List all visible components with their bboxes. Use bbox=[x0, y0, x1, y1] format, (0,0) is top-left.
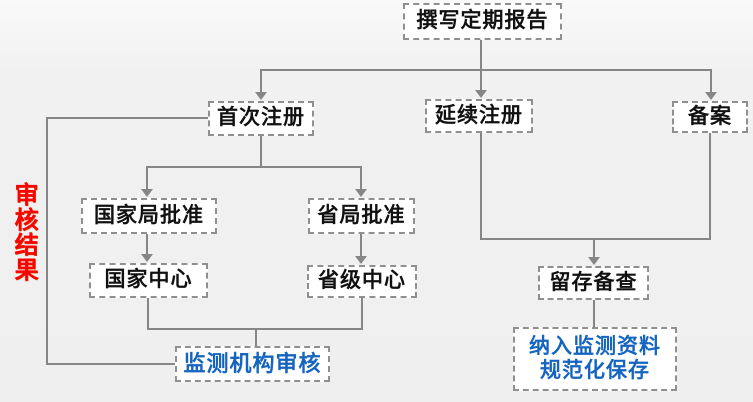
arrow-into-renewal-registration-icon bbox=[475, 90, 487, 98]
arrow-into-provincial-approval-icon bbox=[355, 189, 367, 197]
connector-retain-to-archive bbox=[593, 300, 595, 327]
connector-provcenter-down bbox=[361, 298, 363, 329]
connector-title-to-renewal bbox=[480, 40, 482, 92]
connector-split-approvals bbox=[146, 166, 362, 168]
connector-feedback-vertical bbox=[46, 117, 48, 365]
connector-feedback-bottom bbox=[46, 363, 175, 365]
side-label-review-result: 审核结果 bbox=[10, 182, 37, 282]
arrow-into-national-approval-icon bbox=[141, 189, 153, 197]
connector-into-review bbox=[255, 328, 257, 346]
arrow-into-retain-icon bbox=[588, 257, 600, 265]
arrow-into-filing-icon bbox=[705, 92, 717, 100]
connector-to-national-approval bbox=[146, 166, 148, 189]
connector-filing-down bbox=[709, 133, 711, 240]
connector-into-retain bbox=[593, 238, 595, 258]
connector-feedback-top bbox=[46, 117, 208, 119]
connector-branch-to-filing bbox=[710, 69, 712, 92]
node-provincial-bureau-approval[interactable]: 省局批准 bbox=[308, 198, 415, 234]
node-write-periodic-report[interactable]: 撰写定期报告 bbox=[403, 3, 562, 40]
node-national-bureau-approval[interactable]: 国家局批准 bbox=[81, 198, 217, 234]
node-national-center[interactable]: 国家中心 bbox=[89, 263, 208, 298]
connector-natcenter-down bbox=[147, 298, 149, 329]
node-filing[interactable]: 备案 bbox=[672, 101, 748, 133]
connector-first-down bbox=[260, 136, 262, 167]
node-renewal-registration[interactable]: 延续注册 bbox=[425, 99, 533, 133]
connector-to-provincial-approval bbox=[360, 166, 362, 189]
connector-top-branch bbox=[260, 69, 712, 71]
node-first-registration[interactable]: 首次注册 bbox=[208, 101, 314, 136]
connector-merge-renewal-filing bbox=[480, 238, 711, 240]
arrow-into-first-registration-icon bbox=[255, 92, 267, 100]
connector-natappr-to-natcenter bbox=[146, 234, 148, 255]
node-monitoring-agency-review[interactable]: 监测机构审核 bbox=[175, 346, 330, 382]
connector-branch-to-first bbox=[260, 69, 262, 92]
arrow-into-national-center-icon bbox=[141, 254, 153, 262]
node-standardized-archive[interactable]: 纳入监测资料 规范化保存 bbox=[513, 327, 677, 391]
connector-provappr-to-provcenter bbox=[360, 234, 362, 257]
node-retain-for-reference[interactable]: 留存备查 bbox=[538, 266, 649, 300]
arrow-into-provincial-center-icon bbox=[355, 256, 367, 264]
connector-renewal-down bbox=[480, 133, 482, 240]
node-provincial-center[interactable]: 省级中心 bbox=[307, 265, 417, 298]
